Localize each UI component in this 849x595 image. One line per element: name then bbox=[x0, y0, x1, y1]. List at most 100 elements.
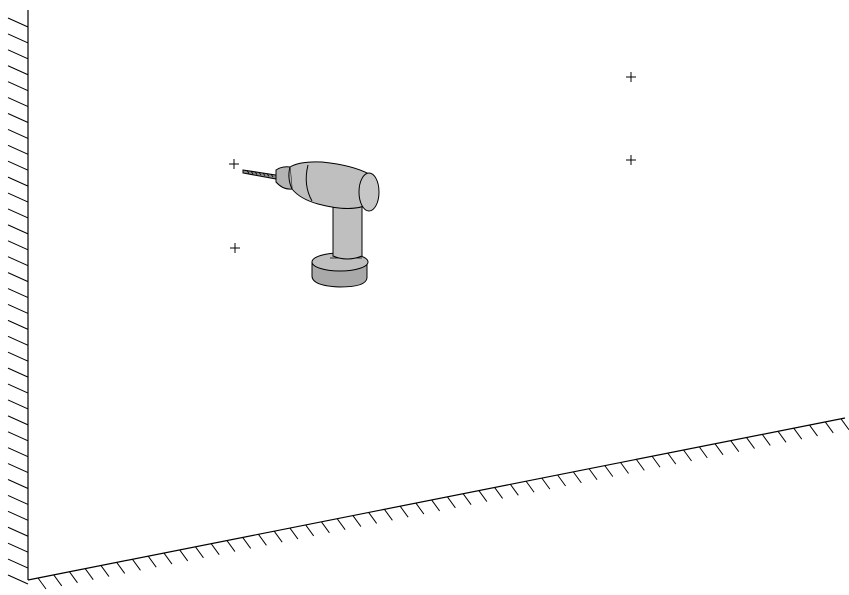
floor-hatch-mark bbox=[588, 468, 598, 481]
floor-hatch-mark bbox=[163, 552, 173, 565]
floor-hatch-mark bbox=[746, 437, 755, 449]
wall-hatch-mark bbox=[7, 160, 29, 171]
crosshair-markers bbox=[229, 72, 636, 253]
wall-hatch-mark bbox=[7, 526, 29, 537]
floor-hatch-mark bbox=[809, 424, 818, 437]
floor-hatch-mark bbox=[572, 471, 582, 484]
wall-hatch-mark bbox=[7, 240, 29, 251]
floor-hatch-mark bbox=[116, 562, 126, 574]
wall-hatch-mark bbox=[7, 383, 29, 394]
wall-hatch-mark bbox=[7, 479, 29, 489]
floor-hatch-mark bbox=[415, 502, 425, 515]
floor-hatch-mark bbox=[352, 515, 362, 527]
floor-hatch-mark bbox=[289, 527, 299, 540]
floor-hatch-mark bbox=[305, 524, 315, 537]
floor-hatch-mark bbox=[383, 509, 393, 521]
wall-hatch-mark bbox=[7, 33, 29, 44]
wall-hatch-mark bbox=[7, 81, 29, 92]
wall-hatching bbox=[7, 17, 29, 585]
wall-hatch-mark bbox=[7, 415, 29, 426]
floor-hatch-mark bbox=[525, 480, 535, 493]
floor-hatching bbox=[37, 418, 849, 590]
crosshair-icon bbox=[230, 243, 240, 253]
wall-hatch-mark bbox=[7, 367, 29, 378]
wall-hatch-mark bbox=[7, 224, 29, 235]
wall-hatch-mark bbox=[7, 288, 29, 298]
drill-bit bbox=[242, 169, 277, 180]
wall-hatch-mark bbox=[7, 304, 29, 314]
wall-hatch-mark bbox=[7, 144, 29, 155]
wall-hatch-mark bbox=[7, 494, 29, 505]
floor-hatch-mark bbox=[714, 443, 724, 456]
floor-hatch-mark bbox=[226, 540, 236, 552]
wall-hatch-mark bbox=[7, 97, 29, 108]
floor-hatch-mark bbox=[541, 477, 551, 490]
floor-hatch-mark bbox=[698, 446, 708, 459]
wall-hatch-mark bbox=[7, 17, 29, 28]
floor-hatch-mark bbox=[730, 440, 740, 452]
floor-hatch-mark bbox=[195, 546, 204, 559]
drill-battery bbox=[311, 252, 369, 288]
wall-hatch-mark bbox=[7, 65, 29, 76]
floor-hatch-mark bbox=[132, 558, 141, 571]
floor-hatch-mark bbox=[399, 505, 409, 518]
floor-hatch-mark bbox=[509, 484, 519, 496]
floor-hatch-mark bbox=[84, 568, 94, 580]
floor-hatch-mark bbox=[210, 543, 220, 555]
floor-hatch-mark bbox=[824, 421, 834, 434]
wall-hatch-mark bbox=[7, 113, 29, 123]
wall-hatch-mark bbox=[7, 558, 29, 569]
floor-hatch-mark bbox=[431, 499, 441, 512]
floor-hatch-mark bbox=[840, 418, 849, 431]
wall-hatch-mark bbox=[7, 335, 29, 346]
floor-hatch-mark bbox=[604, 465, 614, 477]
floor-hatch-mark bbox=[37, 577, 47, 590]
wall-hatch-mark bbox=[7, 192, 29, 203]
floor-hatch-mark bbox=[761, 434, 771, 446]
wall-hatch-mark bbox=[7, 574, 29, 585]
power-drill-icon bbox=[242, 161, 380, 288]
floor-hatch-mark bbox=[69, 571, 78, 584]
floor-hatch-mark bbox=[147, 555, 157, 568]
wall-hatch-mark bbox=[7, 272, 29, 283]
wall-hatch-mark bbox=[7, 256, 29, 267]
floor-hatch-mark bbox=[478, 490, 488, 502]
floor-hatch-mark bbox=[635, 459, 645, 471]
wall-hatch-mark bbox=[7, 431, 29, 442]
floor-hatch-mark bbox=[368, 512, 378, 524]
floor-hatch-mark bbox=[557, 474, 566, 487]
crosshair-icon bbox=[626, 155, 636, 165]
floor-hatch-mark bbox=[53, 574, 63, 587]
floor-hatch-mark bbox=[683, 449, 692, 462]
floor-hatch-mark bbox=[258, 534, 267, 546]
floor-hatch-mark bbox=[446, 496, 456, 509]
drill-handle bbox=[332, 204, 363, 260]
floor-hatch-mark bbox=[793, 427, 803, 440]
floor-line bbox=[27, 417, 846, 581]
floor-hatch-mark bbox=[336, 518, 346, 530]
floor-hatch-mark bbox=[100, 565, 110, 577]
wall-hatch-mark bbox=[7, 447, 29, 458]
wall-hatch-mark bbox=[7, 49, 29, 60]
wall-hatch-mark bbox=[7, 319, 29, 330]
floor-boundary bbox=[27, 417, 849, 590]
floor-hatch-mark bbox=[179, 549, 189, 562]
drill-body bbox=[288, 161, 380, 212]
wall-hatch-mark bbox=[7, 351, 29, 362]
wall-hatch-mark bbox=[7, 510, 29, 521]
floor-hatch-mark bbox=[667, 452, 677, 465]
floor-hatch-mark bbox=[651, 455, 661, 468]
floor-hatch-mark bbox=[494, 487, 504, 499]
wall-hatch-mark bbox=[7, 542, 29, 553]
crosshair-icon bbox=[229, 159, 239, 169]
floor-hatch-mark bbox=[777, 430, 787, 443]
wall-hatch-mark bbox=[7, 128, 29, 139]
floor-hatch-mark bbox=[321, 521, 330, 534]
floor-hatch-mark bbox=[242, 537, 252, 549]
wall-hatch-mark bbox=[7, 399, 29, 410]
floor-hatch-mark bbox=[462, 493, 472, 506]
wall-boundary bbox=[7, 10, 29, 585]
wall-hatch-mark bbox=[7, 176, 29, 187]
wall-hatch-mark bbox=[7, 208, 29, 219]
